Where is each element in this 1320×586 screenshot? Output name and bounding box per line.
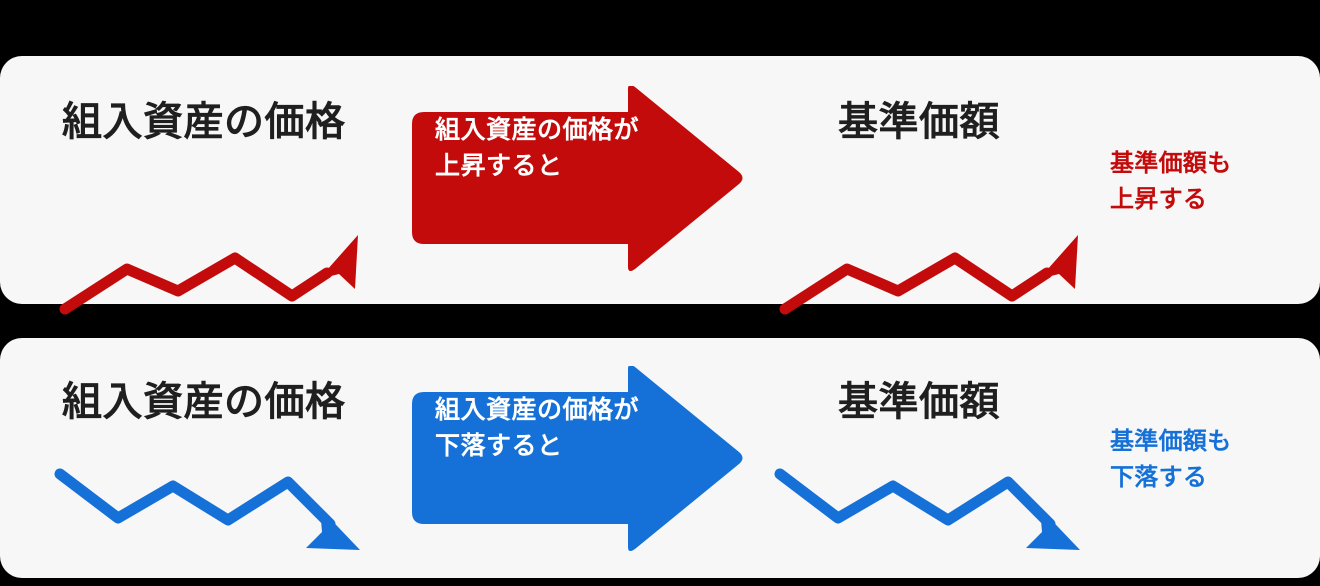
- rise-source-panel: 組入資産の価格: [0, 56, 395, 315]
- right-block-arrow-icon: [412, 86, 743, 271]
- fall-result-note: 基準価額も 下落する: [1110, 424, 1232, 495]
- fall-flow-panel: 組入資産の価格が 下落すると: [395, 338, 755, 578]
- fall-result-line2: 下落する: [1110, 463, 1208, 491]
- fall-source-panel: 組入資産の価格: [0, 338, 395, 578]
- right-block-arrow-icon: [412, 366, 743, 551]
- fall-target-heading: 基準価額: [838, 380, 1000, 424]
- rise-result-note: 基準価額も 上昇する: [1110, 146, 1232, 217]
- rise-scenario-card: 組入資産の価格 組入資産の価格が 上昇すると 基準価額 基準価額も: [0, 56, 1320, 315]
- fall-result-line1: 基準価額も: [1110, 428, 1232, 455]
- upward-zigzag-arrow-icon: [59, 235, 358, 315]
- rise-source-heading: 組入資産の価格: [62, 100, 346, 144]
- fall-scenario-card: 組入資産の価格 組入資産の価格が 下落すると 基準価額 基準価額も: [0, 338, 1320, 578]
- downward-zigzag-arrow-icon: [54, 468, 360, 550]
- rise-target-panel: 基準価額 基準価額も 上昇する: [755, 56, 1320, 315]
- rise-result-line2: 上昇する: [1110, 185, 1208, 213]
- fall-source-heading: 組入資産の価格: [62, 380, 346, 424]
- downward-zigzag-arrow-icon: [774, 468, 1080, 550]
- rise-result-line1: 基準価額も: [1110, 150, 1232, 177]
- upward-zigzag-arrow-icon: [779, 235, 1078, 315]
- rise-target-heading: 基準価額: [838, 100, 1000, 144]
- fall-target-panel: 基準価額 基準価額も 下落する: [755, 338, 1320, 578]
- rise-flow-panel: 組入資産の価格が 上昇すると: [395, 56, 755, 304]
